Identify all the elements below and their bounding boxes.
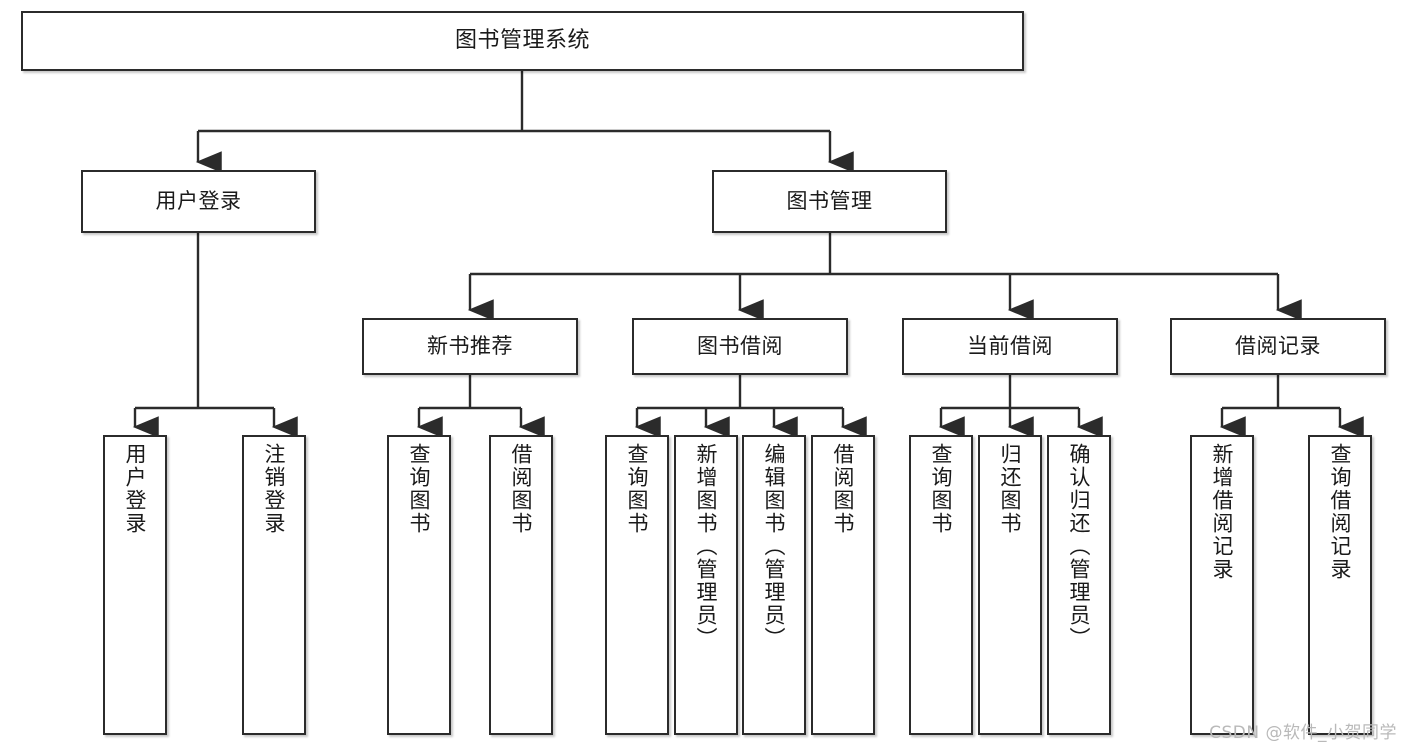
node-root-label: 图书管理系统 [454, 27, 590, 53]
node-leaf-user-login-label: 用户登录 [123, 443, 148, 535]
node-book-manage[interactable]: 图书管理 [712, 170, 947, 233]
node-leaf-borrow-book-2[interactable]: 借阅图书 [811, 435, 875, 735]
node-leaf-query-book-1-label: 查询图书 [407, 443, 432, 535]
node-leaf-borrow-book-2-label: 借阅图书 [831, 443, 856, 535]
node-leaf-edit-book[interactable]: 编辑图书（管理员） [742, 435, 806, 735]
node-leaf-add-record[interactable]: 新增借阅记录 [1190, 435, 1254, 735]
node-new-book-recommend[interactable]: 新书推荐 [362, 318, 578, 375]
node-user-login-label: 用户登录 [155, 188, 242, 213]
node-new-book-recommend-label: 新书推荐 [427, 333, 513, 358]
node-leaf-query-book-3-label: 查询图书 [929, 443, 954, 535]
node-leaf-add-book-label: 新增图书（管理员） [694, 443, 719, 650]
node-leaf-query-record[interactable]: 查询借阅记录 [1308, 435, 1372, 735]
node-book-manage-label: 图书管理 [786, 188, 873, 213]
node-leaf-query-book-2[interactable]: 查询图书 [605, 435, 669, 735]
node-leaf-query-book-1[interactable]: 查询图书 [387, 435, 451, 735]
node-leaf-confirm-return[interactable]: 确认归还（管理员） [1047, 435, 1111, 735]
node-current-borrow-label: 当前借阅 [967, 333, 1053, 358]
node-leaf-borrow-book-1[interactable]: 借阅图书 [489, 435, 553, 735]
node-leaf-add-record-label: 新增借阅记录 [1210, 443, 1235, 581]
node-leaf-return-book[interactable]: 归还图书 [978, 435, 1042, 735]
node-leaf-borrow-book-1-label: 借阅图书 [509, 443, 534, 535]
node-current-borrow[interactable]: 当前借阅 [902, 318, 1118, 375]
node-root[interactable]: 图书管理系统 [21, 11, 1024, 71]
node-leaf-edit-book-label: 编辑图书（管理员） [762, 443, 787, 650]
node-leaf-query-book-2-label: 查询图书 [625, 443, 650, 535]
node-book-borrow[interactable]: 图书借阅 [632, 318, 848, 375]
node-borrow-record-label: 借阅记录 [1235, 333, 1321, 358]
node-leaf-query-record-label: 查询借阅记录 [1328, 443, 1353, 581]
node-borrow-record[interactable]: 借阅记录 [1170, 318, 1386, 375]
node-leaf-logout[interactable]: 注销登录 [242, 435, 306, 735]
node-leaf-logout-label: 注销登录 [262, 443, 287, 535]
node-user-login[interactable]: 用户登录 [81, 170, 316, 233]
node-leaf-confirm-return-label: 确认归还（管理员） [1067, 443, 1092, 650]
node-leaf-return-book-label: 归还图书 [998, 443, 1023, 535]
node-leaf-query-book-3[interactable]: 查询图书 [909, 435, 973, 735]
node-leaf-user-login[interactable]: 用户登录 [103, 435, 167, 735]
node-book-borrow-label: 图书借阅 [697, 333, 783, 358]
node-leaf-add-book[interactable]: 新增图书（管理员） [674, 435, 738, 735]
csdn-watermark: CSDN @软件_小贺同学 [1209, 723, 1397, 743]
